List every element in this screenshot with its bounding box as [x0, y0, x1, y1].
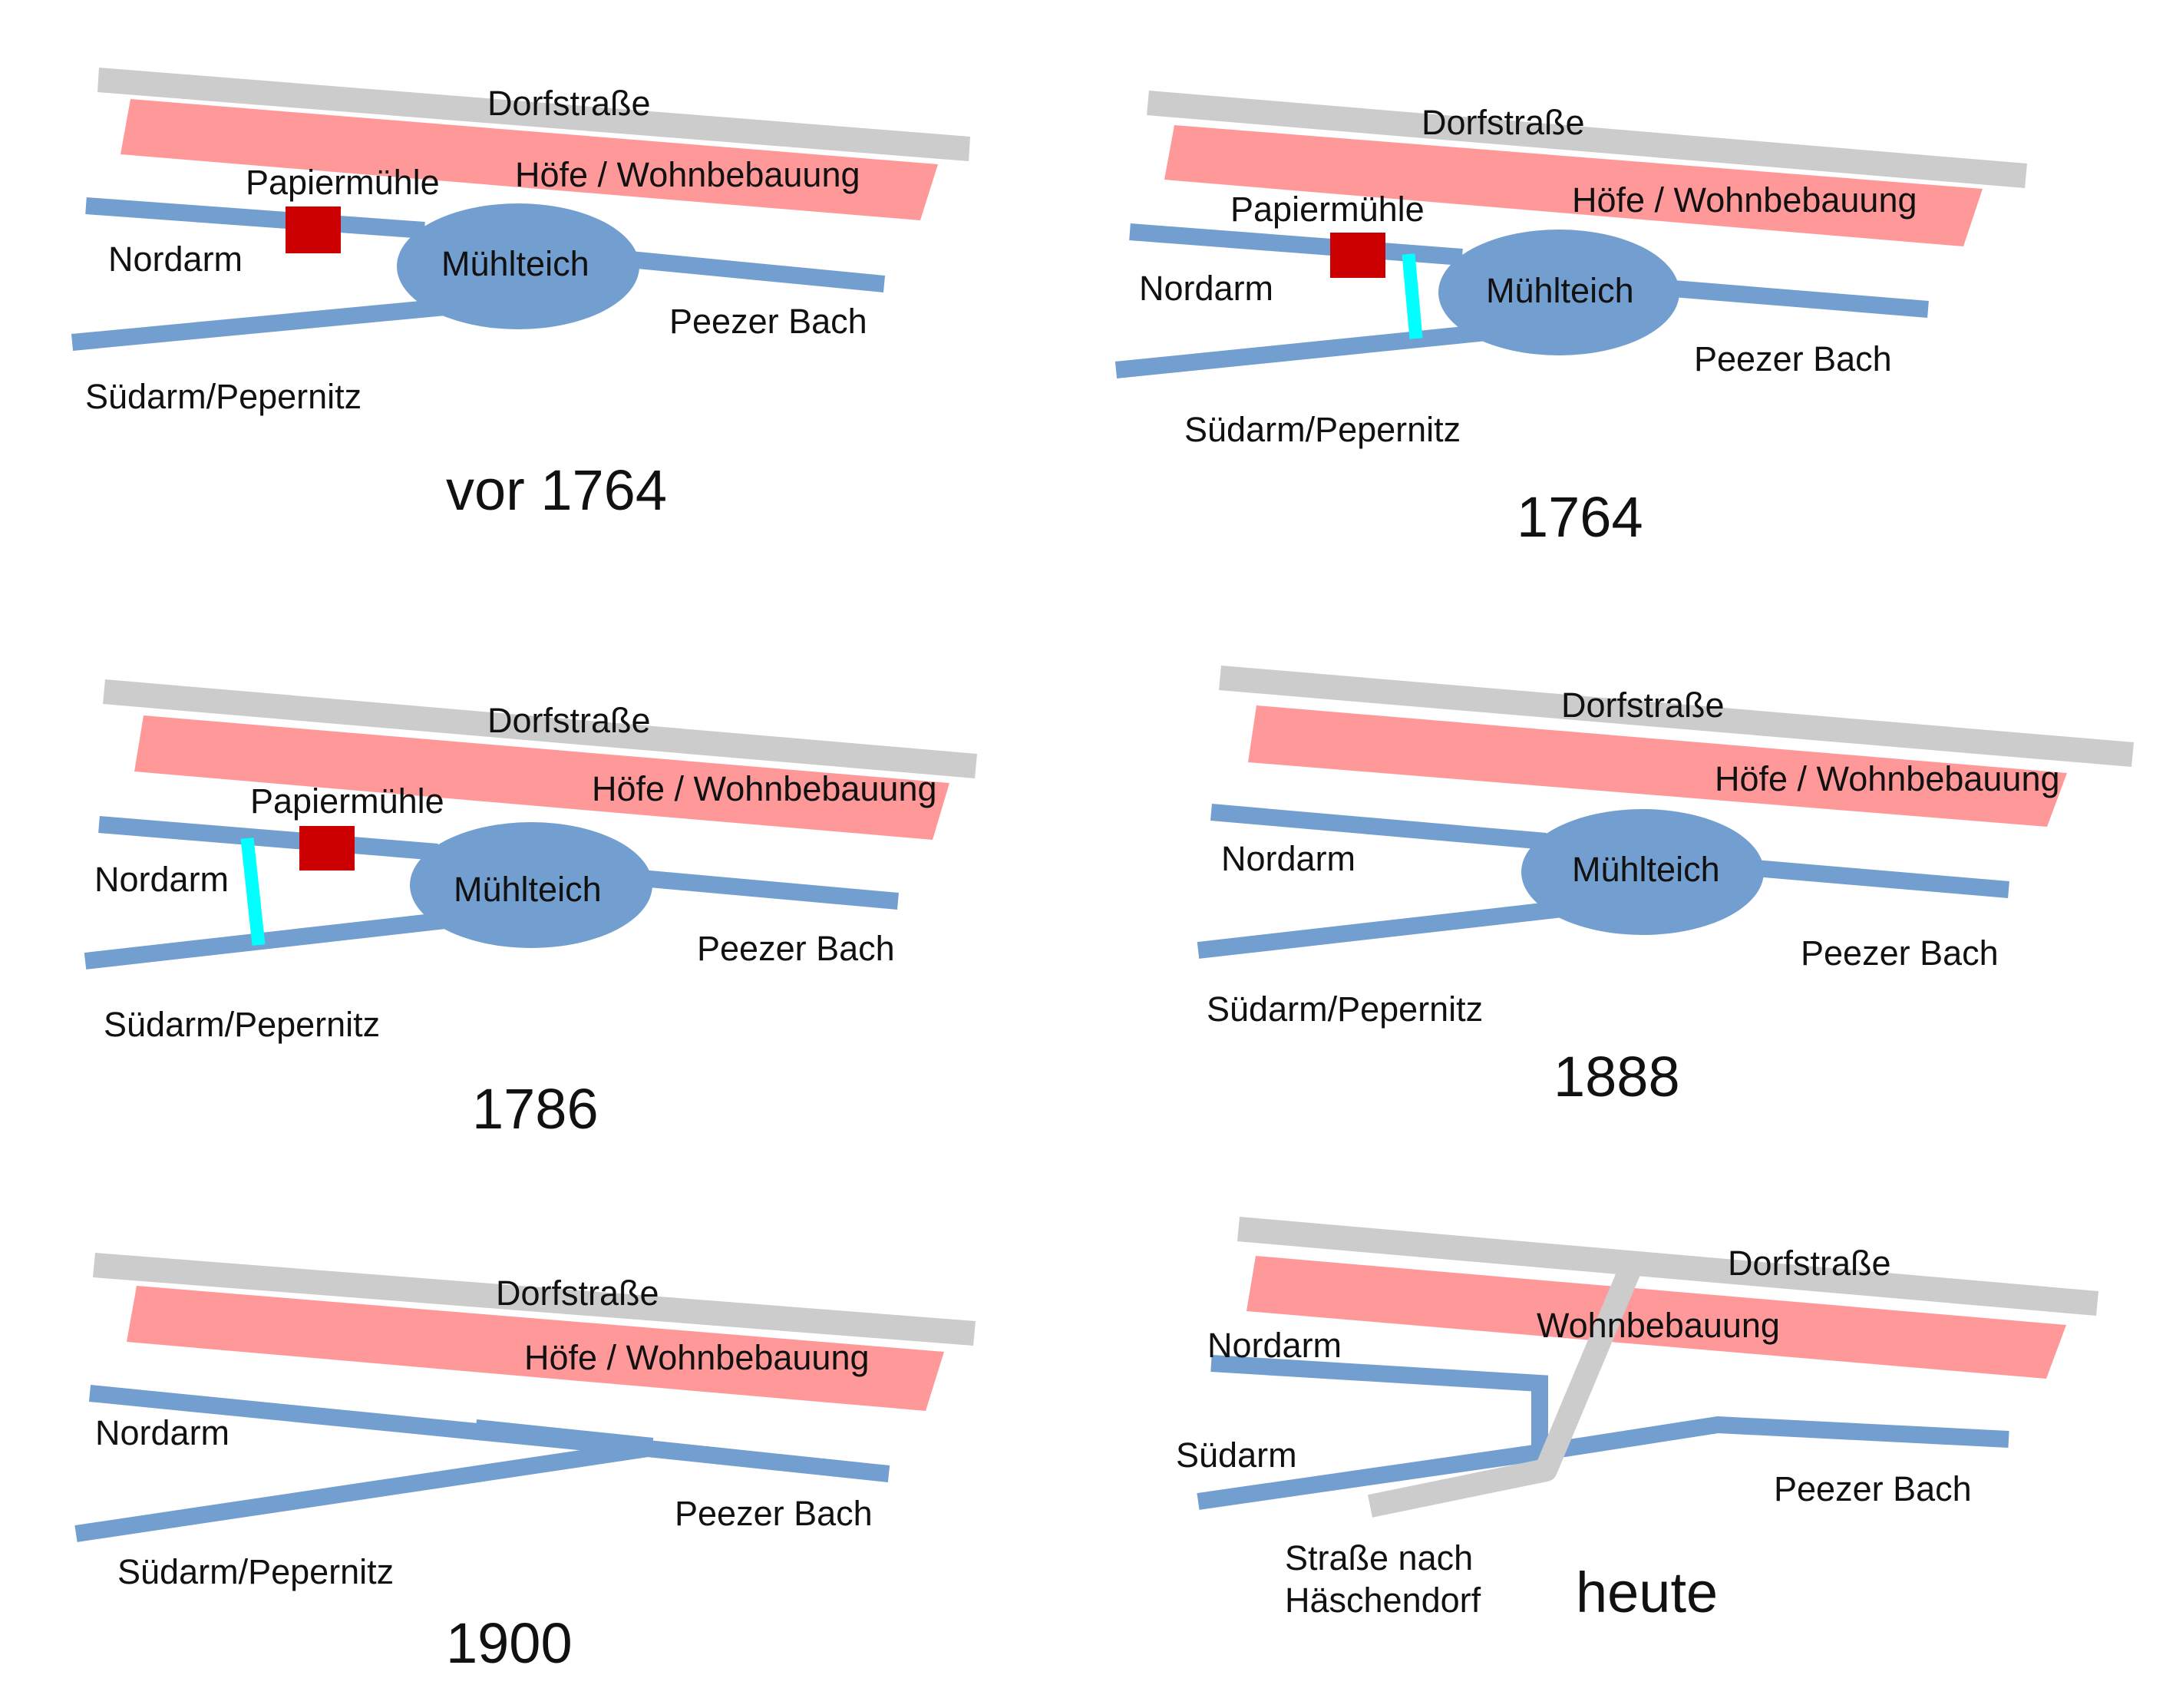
housing-label: Höfe / Wohnbebauung [592, 769, 937, 808]
north-arm-label: Nordarm [95, 1413, 229, 1452]
south-arm-label: Südarm [1176, 1435, 1297, 1475]
peezer-bach [632, 869, 899, 910]
north-arm-stub [474, 1419, 654, 1455]
north-arm [1210, 804, 1547, 850]
mill-pond [410, 822, 652, 948]
housing-label: Höfe / Wohnbebauung [524, 1338, 870, 1377]
weir [240, 837, 266, 946]
north-arm [1129, 223, 1463, 266]
village-road [1219, 666, 2134, 767]
north-arm-label: Nordarm [1139, 269, 1273, 308]
panel-1900: Dorfstraße Höfe / Wohnbebauung Nordarm P… [74, 1253, 976, 1675]
south-arm-label: Südarm/Pepernitz [1184, 410, 1461, 449]
south-arm [1197, 1416, 2009, 1510]
south-arm [1114, 324, 1488, 378]
village-road [1147, 91, 2027, 188]
mill-label: Papiermühle [1230, 190, 1425, 229]
year-label: 1786 [472, 1077, 599, 1141]
housing-area [121, 99, 938, 220]
new-road-label-line2: Häschendorf [1285, 1581, 1481, 1620]
stream-label: Peezer Bach [1801, 933, 1999, 973]
north-arm [1210, 1355, 1548, 1447]
paper-mill [299, 826, 355, 871]
south-arm-label: Südarm/Pepernitz [1207, 989, 1483, 1029]
stream-label: Peezer Bach [675, 1494, 873, 1533]
housing-label: Wohnbebauung [1537, 1306, 1780, 1345]
paper-mill [1330, 233, 1385, 278]
south-arm [1197, 900, 1571, 959]
year-label: 1888 [1554, 1045, 1680, 1108]
road-label: Dorfstraße [1421, 103, 1585, 142]
year-label: 1764 [1517, 485, 1643, 549]
panel-vor-1764: Dorfstraße Höfe / Wohnbebauung Papiermüh… [71, 68, 970, 522]
new-road-label-line1: Straße nach [1285, 1538, 1473, 1578]
panel-heute: Dorfstraße Wohnbebauung Nordarm Südarm P… [1176, 1217, 2098, 1624]
pond-label: Mühlteich [1572, 850, 1720, 889]
housing-label: Höfe / Wohnbebauung [1715, 759, 2060, 798]
year-label: vor 1764 [446, 458, 667, 522]
panel-1888: Dorfstraße Höfe / Wohnbebauung Mühlteich… [1197, 666, 2134, 1108]
peezer-bach [1745, 859, 2009, 898]
housing-label: Höfe / Wohnbebauung [515, 155, 860, 194]
stream-label: Peezer Bach [1694, 339, 1892, 378]
south-arm [71, 299, 447, 351]
road-label: Dorfstraße [487, 701, 651, 740]
village-road [93, 1253, 976, 1346]
panel-1764: Dorfstraße Höfe / Wohnbebauung Papiermüh… [1114, 91, 2027, 549]
hasschendorf-road [1367, 1259, 1643, 1518]
stream-label: Peezer Bach [1774, 1469, 1972, 1508]
paper-mill [286, 206, 341, 253]
north-arm-label: Nordarm [1207, 1326, 1342, 1365]
housing-area [1246, 1256, 2066, 1379]
peezer-bach [1663, 279, 1929, 318]
south-arm [74, 1440, 649, 1542]
weir [1402, 253, 1423, 339]
road-label: Dorfstraße [1728, 1244, 1891, 1283]
village-road [1237, 1217, 2098, 1316]
stream-label: Peezer Bach [669, 302, 867, 341]
housing-area [134, 715, 949, 840]
village-road [103, 679, 977, 778]
housing-area [127, 1286, 944, 1411]
mill-pond [1521, 809, 1764, 935]
pond-label: Mühlteich [1486, 271, 1634, 310]
pond-label: Mühlteich [441, 244, 589, 283]
north-arm [85, 197, 425, 239]
north-arm-label: Nordarm [108, 240, 243, 279]
panel-1786: Dorfstraße Höfe / Wohnbebauung Papiermüh… [84, 679, 977, 1141]
year-label: heute [1576, 1561, 1718, 1624]
south-arm [84, 910, 461, 970]
stream-label: Peezer Bach [697, 929, 895, 968]
road-label: Dorfstraße [496, 1274, 659, 1313]
south-arm-label: Südarm/Pepernitz [85, 377, 362, 416]
road-label: Dorfstraße [1561, 686, 1725, 725]
south-arm-label: Südarm/Pepernitz [117, 1552, 394, 1591]
pond-label: Mühlteich [454, 870, 602, 909]
south-arm-label: Südarm/Pepernitz [104, 1005, 380, 1044]
mill-label: Papiermühle [250, 781, 444, 821]
peezer-bach [613, 249, 886, 292]
housing-area [1164, 125, 1983, 246]
north-arm [98, 816, 438, 861]
mill-pond [397, 203, 639, 329]
village-road [97, 68, 970, 161]
north-arm-label: Nordarm [94, 860, 229, 899]
road-label: Dorfstraße [487, 84, 651, 123]
north-arm-label: Nordarm [1221, 839, 1355, 878]
year-label: 1900 [446, 1611, 573, 1675]
mill-label: Papiermühle [246, 163, 440, 202]
mill-pond [1438, 230, 1679, 355]
housing-label: Höfe / Wohnbebauung [1572, 180, 1917, 220]
housing-area [1248, 705, 2067, 827]
